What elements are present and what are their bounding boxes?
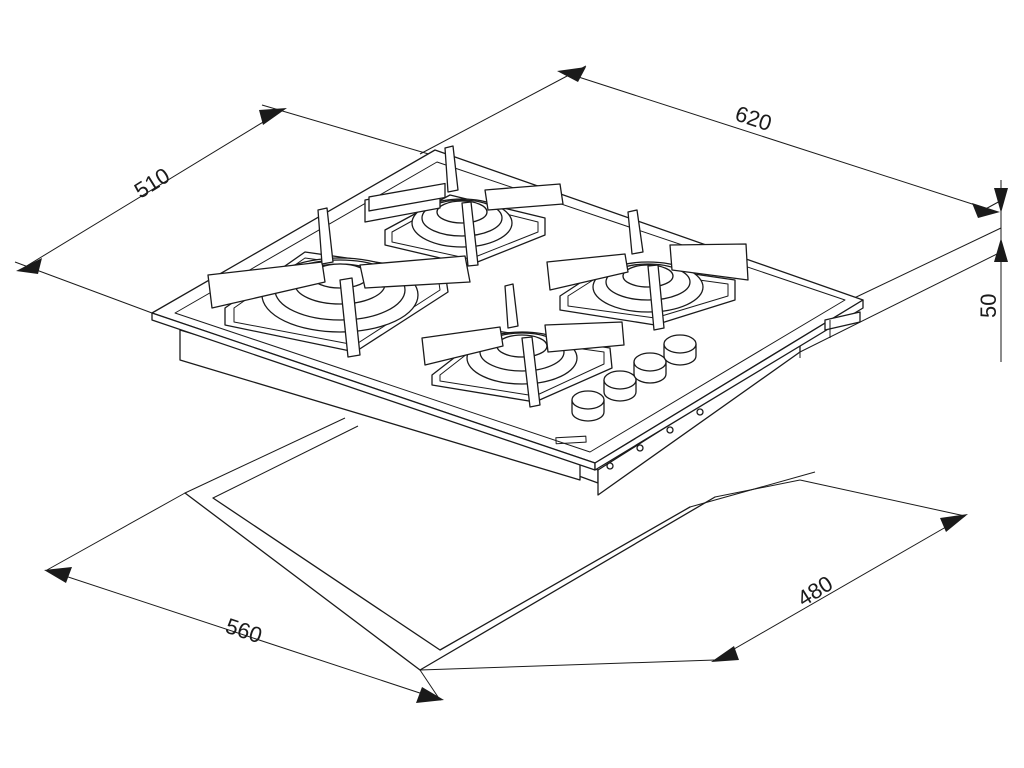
knob-1 bbox=[571, 390, 605, 422]
burner-right bbox=[546, 209, 749, 331]
burner-front bbox=[421, 283, 625, 408]
knob-4 bbox=[663, 334, 697, 366]
dim-label-cutout-depth: 480 bbox=[793, 571, 837, 612]
dim-label-cutout-width: 560 bbox=[223, 613, 266, 648]
burner-back bbox=[364, 145, 564, 267]
knob-2 bbox=[603, 370, 637, 402]
dimension-arrowheads bbox=[16, 67, 1008, 703]
burner-left-large bbox=[207, 207, 471, 358]
control-knobs bbox=[571, 334, 697, 422]
knob-3 bbox=[633, 352, 667, 384]
dim-label-height: 50 bbox=[976, 294, 1001, 318]
dim-label-depth: 510 bbox=[130, 163, 174, 204]
dim-label-width: 620 bbox=[732, 101, 775, 136]
